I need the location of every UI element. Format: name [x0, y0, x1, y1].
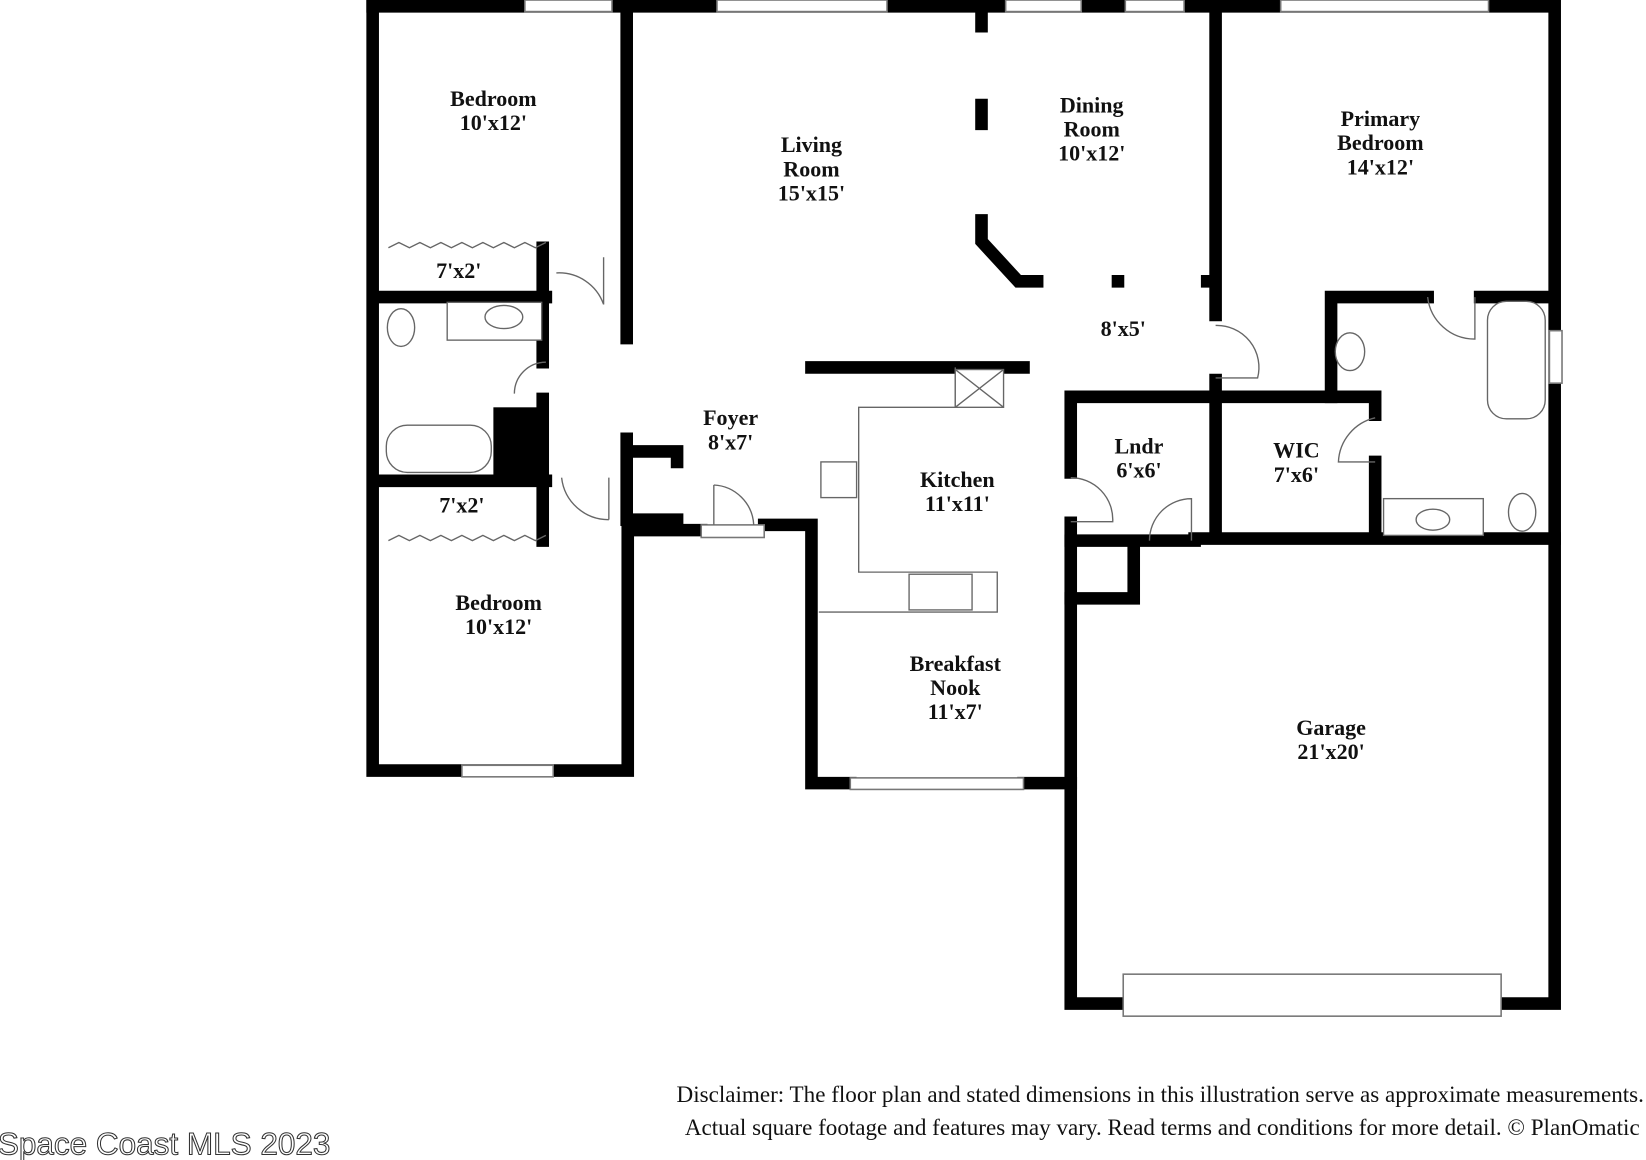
garage-door	[1122, 973, 1502, 1017]
room-name: Breakfast	[910, 651, 1002, 676]
room-name: Garage	[1296, 715, 1366, 740]
room-dim: 10'x12'	[465, 614, 532, 639]
room-name: Bedroom	[1337, 130, 1424, 155]
room-dim: 8'x7'	[708, 429, 753, 454]
room-name: WIC	[1273, 438, 1320, 463]
room-name: Room	[783, 156, 839, 181]
room-dim: 10'x12'	[460, 110, 527, 135]
room-dim: 14'x12'	[1347, 154, 1414, 179]
room-name: Nook	[930, 675, 981, 700]
room-dim: 21'x20'	[1297, 739, 1364, 764]
room-name: Room	[1064, 116, 1120, 141]
room-name: Bedroom	[450, 86, 536, 111]
room-dim: 7'x2'	[436, 258, 481, 283]
room-dim: 7'x6'	[1274, 462, 1319, 487]
room-name: Dining	[1060, 92, 1124, 117]
watermark: Space Coast MLS 2023	[0, 1126, 330, 1160]
disclaimer-line-2: Actual square footage and features may v…	[685, 1114, 1640, 1140]
room-name: Kitchen	[920, 467, 995, 492]
room-name: Primary	[1341, 106, 1421, 131]
room-dim: 11'x7'	[928, 699, 983, 724]
room-dim: 10'x12'	[1058, 141, 1125, 166]
room-dim: 8'x5'	[1101, 316, 1146, 341]
disclaimer-line-1: Disclaimer: The floor plan and stated di…	[677, 1081, 1644, 1107]
room-dim: 11'x11'	[925, 491, 990, 516]
room-dim: 15'x15'	[778, 181, 845, 206]
room-name: Living	[781, 132, 842, 157]
fixtures	[385, 241, 1546, 613]
windows	[461, 0, 1563, 1017]
front-door	[700, 524, 766, 539]
room-name: Bedroom	[455, 590, 542, 615]
room-labels: Bedroom 10'x12' Living Room 15'x15' Dini…	[436, 86, 1424, 764]
room-name: Foyer	[703, 405, 758, 430]
room-name: Lndr	[1114, 434, 1163, 459]
room-dim: 6'x6'	[1116, 458, 1161, 483]
walls	[366, 0, 1561, 1010]
room-dim: 7'x2'	[439, 492, 484, 517]
